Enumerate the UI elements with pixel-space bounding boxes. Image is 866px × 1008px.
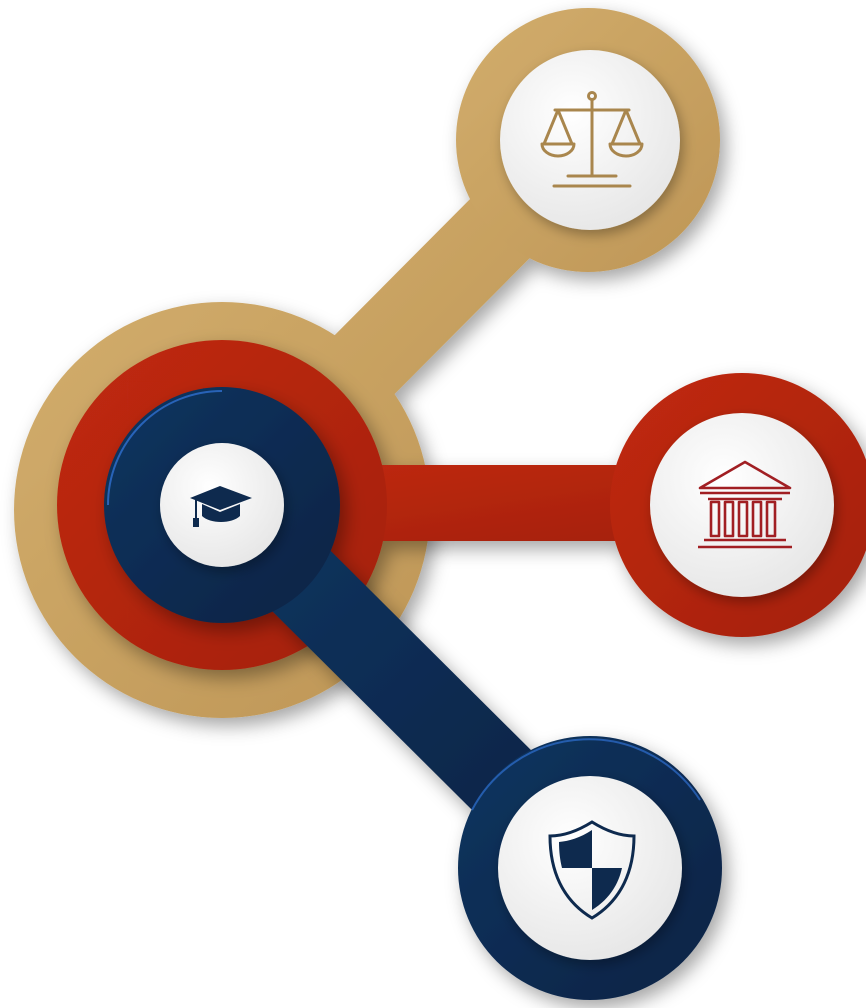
graduation-cap-icon xyxy=(190,486,252,527)
scales-of-justice-icon xyxy=(540,91,644,188)
justice-node-disc[interactable] xyxy=(500,50,680,230)
shield-icon xyxy=(548,820,636,920)
navy-hub-highlight xyxy=(107,390,223,506)
institution-node-disc[interactable] xyxy=(650,413,834,597)
navy-node-highlight xyxy=(471,738,701,811)
government-building-icon xyxy=(698,460,792,549)
